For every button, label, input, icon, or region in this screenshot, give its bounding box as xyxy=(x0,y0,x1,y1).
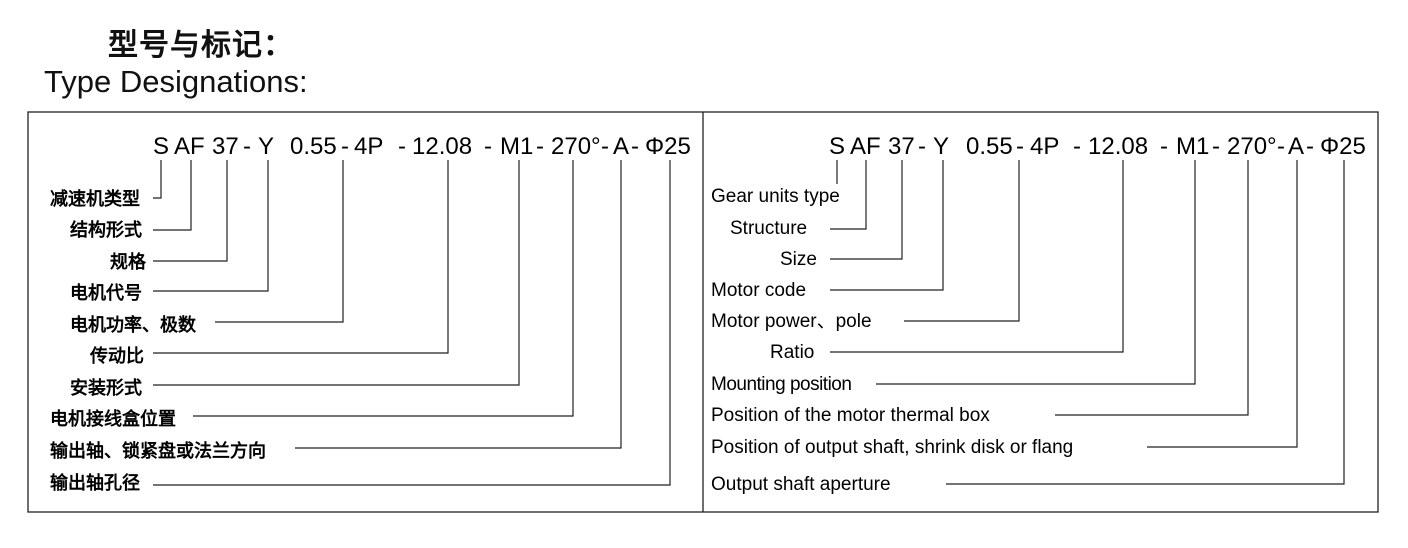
code-part-ratio: 12.08 xyxy=(1088,133,1148,160)
leader-line xyxy=(830,160,867,230)
left-label-terminal-box: 电机接线盒位置 xyxy=(50,408,176,430)
right-leader-lines xyxy=(830,160,1345,485)
page-title-chinese: 型号与标记： xyxy=(108,28,294,63)
code-part-dash: - xyxy=(631,133,639,160)
left-labels: 减速机类型 结构形式 规格 电机代号 电机功率、极数 传动比 安装形式 电机接线… xyxy=(50,188,266,494)
code-part-shaft-position: A xyxy=(613,133,629,160)
code-part-af: AF xyxy=(850,133,881,160)
code-part-shaft-position: A xyxy=(1288,133,1304,160)
left-label-structure: 结构形式 xyxy=(70,219,142,241)
code-part-dash: - xyxy=(601,133,609,160)
code-part-dash: - xyxy=(341,133,349,160)
leader-line xyxy=(295,160,622,449)
right-label-motor-power: Motor power、pole xyxy=(711,311,872,332)
right-label-structure: Structure xyxy=(730,218,807,239)
leader-line xyxy=(193,160,574,417)
right-label-aperture: Output shaft aperture xyxy=(711,474,891,495)
right-label-ratio: Ratio xyxy=(770,342,814,363)
code-part-size: 37 xyxy=(888,133,915,160)
code-part-af: AF xyxy=(174,133,205,160)
left-label-aperture: 输出轴孔径 xyxy=(50,472,140,494)
left-label-gear-unit-type: 减速机类型 xyxy=(50,188,140,210)
code-part-ratio: 12.08 xyxy=(412,133,472,160)
code-part-dash: - xyxy=(1073,133,1081,160)
right-label-motor-code: Motor code xyxy=(711,280,806,301)
code-part-aperture: Φ25 xyxy=(1320,133,1366,160)
leader-line xyxy=(1055,160,1249,416)
leader-line xyxy=(830,160,1124,353)
left-label-output-direction: 输出轴、锁紧盘或法兰方向 xyxy=(50,440,266,462)
leader-line xyxy=(830,160,944,291)
code-part-dash: - xyxy=(1306,133,1314,160)
right-label-size: Size xyxy=(780,249,817,270)
code-part-poles: 4P xyxy=(354,133,383,160)
right-label-output-direction: Position of output shaft, shrink disk or… xyxy=(711,437,1073,458)
leader-line xyxy=(153,160,162,199)
left-label-size: 规格 xyxy=(110,251,147,273)
code-part-poles: 4P xyxy=(1030,133,1059,160)
left-label-motor-code: 电机代号 xyxy=(70,282,142,304)
code-part-dash: - xyxy=(398,133,406,160)
code-part-mounting: M1 xyxy=(1176,133,1209,160)
code-part-dash: - xyxy=(536,133,544,160)
code-part-dash: - xyxy=(1016,133,1024,160)
right-labels: Gear units type Structure Size Motor cod… xyxy=(711,186,1073,495)
code-part-angle: 270° xyxy=(551,133,601,160)
right-label-terminal-box: Position of the motor thermal box xyxy=(711,405,990,426)
code-part-angle: 270° xyxy=(1227,133,1277,160)
leader-line xyxy=(153,160,269,292)
code-part-motor-code: Y xyxy=(258,133,274,160)
leader-line xyxy=(153,160,671,486)
leader-line xyxy=(830,160,903,260)
code-part-motor-code: Y xyxy=(933,133,949,160)
code-part-dash: - xyxy=(243,133,251,160)
code-part-mounting: M1 xyxy=(500,133,533,160)
right-label-mounting: Mounting position xyxy=(711,374,851,395)
leader-line xyxy=(153,160,520,386)
left-label-motor-power: 电机功率、极数 xyxy=(70,314,197,336)
left-label-mounting: 安装形式 xyxy=(70,377,142,399)
left-leader-lines xyxy=(153,160,671,486)
leader-line xyxy=(876,160,1196,385)
code-part-s: S xyxy=(153,133,169,160)
right-code-row: S AF 37 - Y 0.55 - 4P - 12.08 - M1 - 270… xyxy=(829,133,1366,160)
leader-line xyxy=(153,160,228,262)
code-part-dash: - xyxy=(918,133,926,160)
code-part-dash: - xyxy=(1212,133,1220,160)
right-label-gear-unit-type: Gear units type xyxy=(711,186,840,207)
code-part-power: 0.55 xyxy=(966,133,1013,160)
leader-line xyxy=(1147,160,1298,448)
leader-line xyxy=(153,160,192,231)
code-part-dash: - xyxy=(1277,133,1285,160)
leader-line xyxy=(946,160,1345,485)
code-part-power: 0.55 xyxy=(290,133,337,160)
code-part-aperture: Φ25 xyxy=(645,133,691,160)
left-label-ratio: 传动比 xyxy=(89,345,144,367)
code-part-dash: - xyxy=(484,133,492,160)
code-part-size: 37 xyxy=(212,133,239,160)
code-part-dash: - xyxy=(1160,133,1168,160)
leader-line xyxy=(215,160,344,323)
left-code-row: S AF 37 - Y 0.55 - 4P - 12.08 - M1 - 270… xyxy=(153,133,691,160)
code-part-s: S xyxy=(829,133,845,160)
leader-line xyxy=(153,160,449,354)
page-title-english: Type Designations: xyxy=(44,64,308,99)
leader-line xyxy=(904,160,1020,322)
